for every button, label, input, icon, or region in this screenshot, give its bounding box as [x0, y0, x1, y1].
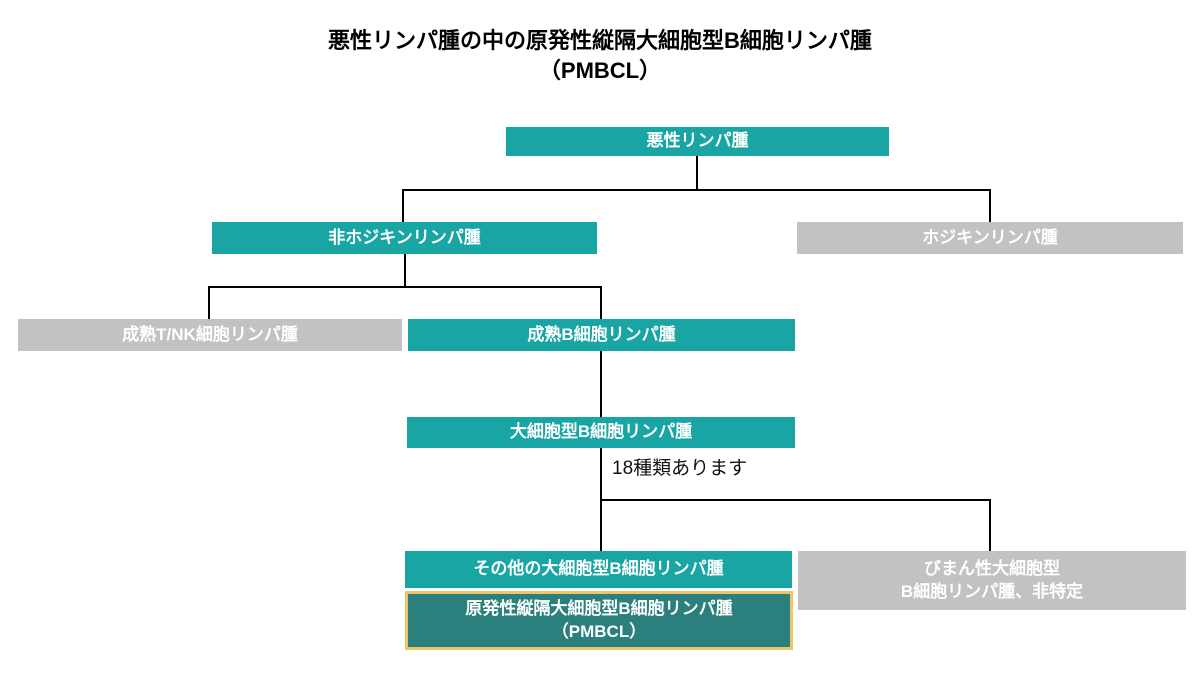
diagram-title: 悪性リンパ腫の中の原発性縦隔大細胞型B細胞リンパ腫 （PMBCL）: [0, 26, 1200, 85]
connector-line: [600, 286, 602, 319]
title-line2: （PMBCL）: [538, 57, 662, 83]
node-label: 成熟T/NK細胞リンパ腫: [122, 324, 298, 344]
node-label: 成熟B細胞リンパ腫: [527, 324, 676, 344]
node-label-line2: B細胞リンパ腫、非特定: [900, 581, 1084, 601]
title-line1: 悪性リンパ腫の中の原発性縦隔大細胞型B細胞リンパ腫: [328, 28, 872, 53]
connector-line: [989, 189, 991, 222]
connector-line: [989, 499, 991, 551]
node-label: 悪性リンパ腫: [646, 131, 749, 151]
node-pmbcl-highlighted: 原発性縦隔大細胞型B細胞リンパ腫 （PMBCL）: [405, 591, 793, 650]
connector-line: [402, 189, 404, 222]
node-malignant-lymphoma: 悪性リンパ腫: [506, 127, 889, 156]
node-dlbcl-nos: びまん性大細胞型 B細胞リンパ腫、非特定: [798, 551, 1186, 610]
node-mature-b-cell-lymphoma: 成熟B細胞リンパ腫: [408, 319, 795, 351]
connector-line: [696, 156, 698, 190]
node-label: ホジキンリンパ腫: [922, 227, 1058, 247]
node-label: 非ホジキンリンパ腫: [328, 227, 481, 247]
node-mature-t-nk-cell-lymphoma: 成熟T/NK細胞リンパ腫: [18, 319, 402, 351]
node-large-b-cell-lymphoma: 大細胞型B細胞リンパ腫: [407, 417, 795, 448]
node-other-large-b-cell-lymphoma: その他の大細胞型B細胞リンパ腫: [405, 551, 792, 588]
node-hodgkin-lymphoma: ホジキンリンパ腫: [797, 222, 1183, 254]
connector-line: [600, 351, 602, 417]
connector-line: [600, 499, 991, 501]
annotation-18-types: 18種類あります: [612, 458, 748, 479]
node-label-line1: 原発性縦隔大細胞型B細胞リンパ腫: [465, 598, 733, 618]
node-label: 大細胞型B細胞リンパ腫: [509, 422, 693, 442]
node-label: その他の大細胞型B細胞リンパ腫: [473, 559, 724, 579]
connector-line: [402, 189, 991, 191]
connector-line: [208, 286, 210, 319]
node-label-line2: （PMBCL）: [551, 621, 647, 641]
node-non-hodgkin-lymphoma: 非ホジキンリンパ腫: [212, 222, 597, 254]
connector-line: [208, 286, 602, 288]
connector-line: [404, 254, 406, 287]
node-label-line1: びまん性大細胞型: [924, 558, 1060, 578]
